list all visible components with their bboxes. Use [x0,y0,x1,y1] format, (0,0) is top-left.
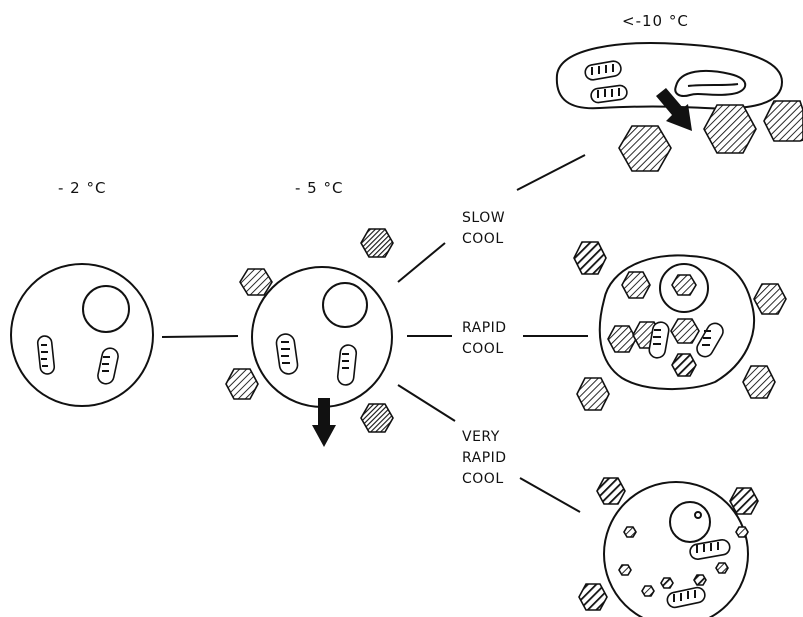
cell-minus-5 [251,266,393,447]
temperature-label-minus-5: - 5 °C [295,179,343,197]
mitochondrion [97,347,119,385]
branch-line-very-rapid [397,384,456,422]
connector-line [161,335,239,338]
branch-line-very-rapid [519,477,581,513]
mitochondrion [36,335,56,375]
label-slow-cool: SLOW COOL [462,210,505,247]
ice-crystals-slow [618,100,803,172]
svg-text:RAPID: RAPID [462,450,507,466]
mitochondrion [275,333,299,375]
mitochondrion [336,344,358,386]
branch-line-slow [516,154,586,191]
ice-crystals-extracellular [225,228,394,433]
svg-text:RAPID: RAPID [462,320,507,336]
svg-text:COOL: COOL [462,231,504,247]
svg-text:SLOW: SLOW [462,210,505,226]
cell-rapid-cool [598,254,756,390]
label-rapid-cool: RAPID COOL [462,320,507,357]
label-very-rapid-cool: VERY RAPID COOL [462,429,507,487]
cell-very-rapid-cool [603,481,749,617]
temperature-label-minus-2: - 2 °C [58,179,106,197]
ice-crystals-rapid [573,241,787,411]
ice-crystals-very-rapid [578,477,759,611]
cell-slow-cool-shrunken [555,42,784,131]
branch-line-slow [397,242,446,283]
svg-text:COOL: COOL [462,341,504,357]
svg-text:VERY: VERY [462,429,500,445]
svg-text:COOL: COOL [462,471,504,487]
outflow-arrow [312,398,336,447]
temperature-label-below-minus-10: <-10 °C [622,12,689,30]
cell-minus-2 [10,263,154,407]
outflow-arrow [656,88,692,131]
